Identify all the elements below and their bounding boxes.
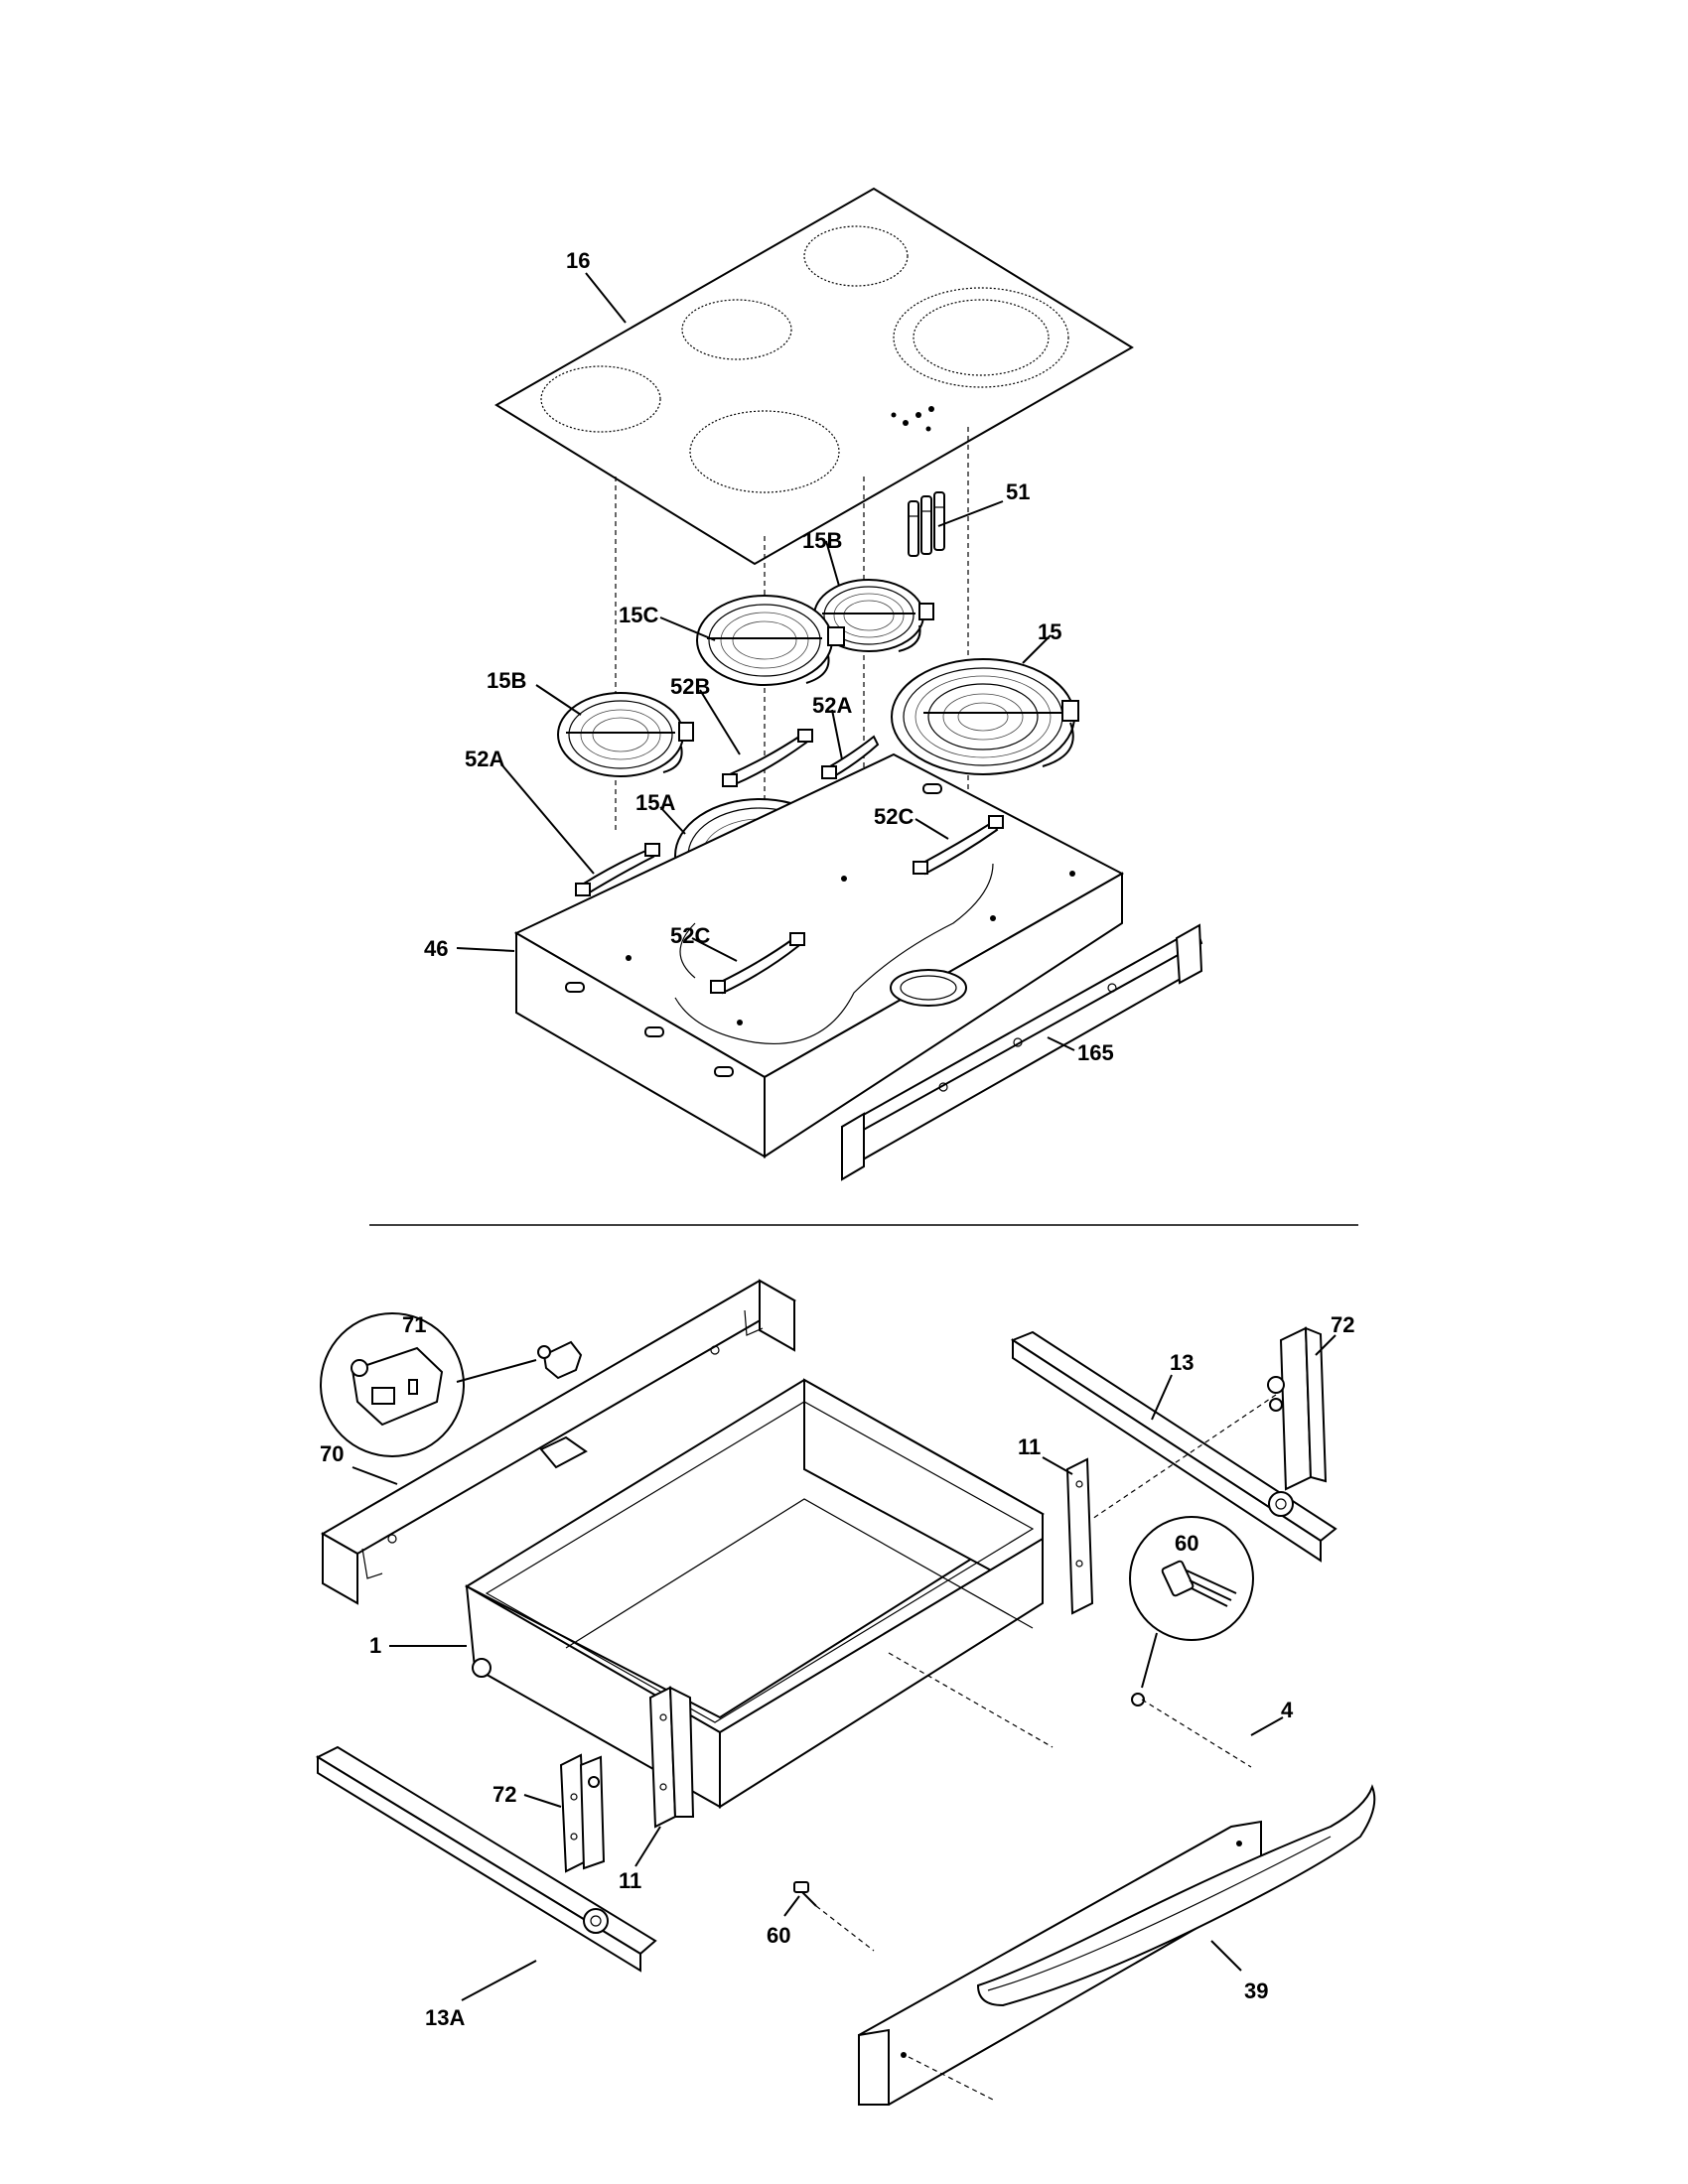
callout-15C: 15C [619, 603, 658, 627]
callout-11-bottom: 11 [619, 1868, 641, 1893]
screw-60-bottom [793, 1881, 875, 1952]
drawer-rail-70 [320, 1279, 797, 1605]
slide-bracket-72-top [1267, 1326, 1328, 1491]
callout-60-bottom: 60 [767, 1923, 790, 1948]
slide-bracket-72-bottom [559, 1753, 606, 1873]
callout-46: 46 [424, 936, 448, 961]
drawer-slide-13A [315, 1745, 657, 1973]
bottom-callout-labels: 71 72 13 70 11 60 1 4 72 11 60 13A 39 [320, 1312, 1354, 2030]
callout-15B-left: 15B [487, 668, 526, 693]
callout-52C-right: 52C [874, 804, 914, 829]
drawer-slide-13 [1010, 1330, 1337, 1563]
heating-element-15C [696, 595, 845, 686]
callout-15B-top: 15B [802, 528, 842, 553]
detail-circle-71 [320, 1312, 465, 1457]
callout-52A-right: 52A [812, 693, 852, 718]
callout-16: 16 [566, 248, 590, 273]
callout-39: 39 [1244, 1979, 1268, 2003]
callout-72-top: 72 [1331, 1312, 1354, 1337]
element-clip-52A-right [821, 735, 880, 779]
glass-cooktop-16 [494, 187, 1134, 566]
element-clip-52C-left [710, 932, 805, 995]
drawer-stop-71 [537, 1340, 583, 1380]
callout-51: 51 [1006, 479, 1030, 504]
callout-70: 70 [320, 1441, 344, 1466]
drawer-handle-39 [976, 1784, 1376, 2007]
top-leader-lines [456, 272, 1075, 1051]
indicator-switches-51 [908, 491, 945, 557]
callout-15: 15 [1038, 619, 1061, 644]
bottom-leader-lines [352, 1334, 1336, 2001]
drawer-stop-11-top [1065, 1457, 1094, 1615]
callout-13: 13 [1170, 1350, 1194, 1375]
callout-52A-left: 52A [465, 747, 504, 771]
detail-circle-60 [1129, 1516, 1254, 1768]
callout-165: 165 [1077, 1040, 1114, 1065]
rear-bracket-165 [840, 923, 1203, 1181]
callout-52B: 52B [670, 674, 710, 699]
callout-72-bottom: 72 [492, 1782, 516, 1807]
drawer-stop-11-bottom [648, 1686, 695, 1829]
callout-15A: 15A [635, 790, 675, 815]
callout-11-top: 11 [1018, 1434, 1041, 1459]
burner-box-46 [513, 752, 1125, 1159]
element-clip-52C-right [913, 815, 1004, 876]
top-callout-labels: 16 51 15B 15C 15 15B 52B 52A 52A 15A 52C… [424, 248, 1114, 1065]
callout-60-circle: 60 [1175, 1531, 1198, 1556]
element-clip-52A-left [575, 843, 660, 896]
heating-element-15 [891, 658, 1079, 775]
callout-52C-left: 52C [670, 923, 710, 948]
callout-13A: 13A [425, 2005, 465, 2030]
rail-tab [539, 1435, 588, 1469]
callout-4: 4 [1281, 1698, 1294, 1722]
callout-1: 1 [369, 1633, 381, 1658]
heating-element-15B-left [557, 692, 694, 777]
element-clip-52B [722, 729, 813, 787]
callout-71: 71 [402, 1312, 426, 1337]
